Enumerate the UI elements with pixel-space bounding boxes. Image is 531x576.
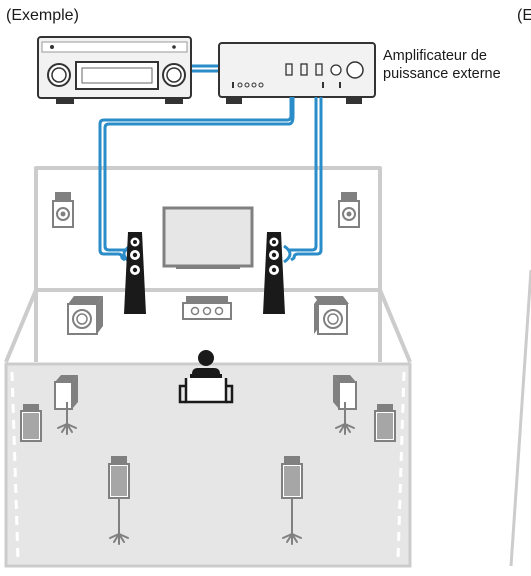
av-receiver xyxy=(37,36,192,104)
second-diagram-outline xyxy=(509,269,531,567)
subwoofer-left xyxy=(67,296,103,335)
surround-back-speaker-left xyxy=(108,456,130,499)
front-speaker-left xyxy=(124,232,146,314)
room-outline xyxy=(4,166,412,363)
surround-back-speaker-right xyxy=(281,456,303,499)
front-presence-speaker-left xyxy=(52,192,74,228)
surround-speaker-left xyxy=(54,375,78,410)
surround-speaker-right xyxy=(333,375,357,410)
front-presence-speaker-right xyxy=(338,192,360,228)
example-caption: (Exemple) xyxy=(6,7,79,24)
center-speaker xyxy=(182,296,232,320)
front-speaker-right xyxy=(263,232,285,314)
receiver-amp-connection xyxy=(192,64,219,73)
floor-feet-icons xyxy=(57,422,355,545)
rear-wall-speaker-left xyxy=(20,404,42,442)
external-amplifier-label-line2: puissance externe xyxy=(383,66,501,82)
external-amplifier-label-line1: Amplificateur de xyxy=(383,48,487,64)
rear-wall-speaker-right xyxy=(374,404,396,442)
listener-icon xyxy=(178,350,234,404)
speaker-cables xyxy=(98,97,323,262)
external-amplifier xyxy=(218,42,376,104)
subwoofer-right xyxy=(314,296,349,335)
second-example-caption: (E xyxy=(517,7,531,24)
external-amplifier-label: Amplificateur de puissance externe xyxy=(383,47,501,83)
tv-screen xyxy=(162,206,254,269)
